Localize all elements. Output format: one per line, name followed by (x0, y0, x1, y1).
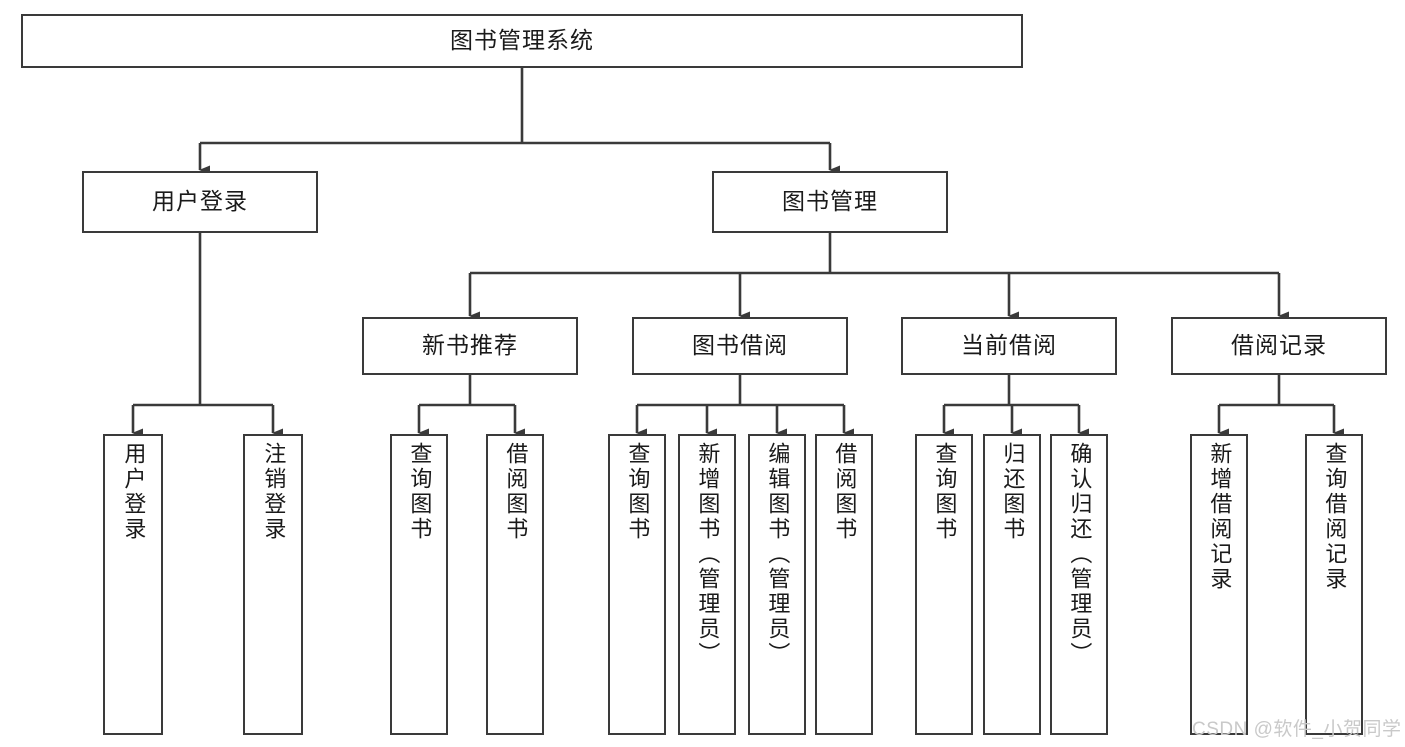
node-borrow-record[interactable]: 借阅记录 (1171, 317, 1387, 375)
node-leaf-borrow-book-1[interactable]: 借阅图书 (486, 434, 544, 735)
node-label: 借阅记录 (1231, 332, 1327, 359)
connector-lines (131, 68, 1344, 438)
csdn-watermark: CSDN @软件_小贺同学 (1192, 719, 1402, 740)
node-label: 借阅图书 (832, 442, 858, 542)
node-label: 图书借阅 (692, 332, 788, 359)
node-label: 查询图书 (625, 442, 651, 542)
node-label: 新增借阅记录 (1207, 442, 1233, 592)
node-label: 用户登录 (152, 188, 248, 215)
node-leaf-query-book-2[interactable]: 查询图书 (608, 434, 666, 735)
node-label: 查询图书 (407, 442, 433, 542)
node-current-borrow[interactable]: 当前借阅 (901, 317, 1117, 375)
node-label: 新书推荐 (422, 332, 518, 359)
node-leaf-add-record[interactable]: 新增借阅记录 (1190, 434, 1248, 735)
node-leaf-confirm-return[interactable]: 确认归还（管理员） (1050, 434, 1108, 735)
node-new-book-rec[interactable]: 新书推荐 (362, 317, 578, 375)
node-label: 图书管理系统 (450, 27, 594, 54)
node-book-borrow[interactable]: 图书借阅 (632, 317, 848, 375)
node-leaf-logout[interactable]: 注销登录 (243, 434, 303, 735)
node-label: 查询图书 (932, 442, 958, 542)
node-label: 图书管理 (782, 188, 878, 215)
node-leaf-user-login[interactable]: 用户登录 (103, 434, 163, 735)
node-label: 查询借阅记录 (1322, 442, 1348, 592)
node-user-login[interactable]: 用户登录 (82, 171, 318, 233)
node-leaf-query-book-1[interactable]: 查询图书 (390, 434, 448, 735)
node-label: 用户登录 (121, 442, 147, 542)
node-label: 编辑图书（管理员） (765, 442, 791, 667)
node-label: 确认归还（管理员） (1067, 442, 1093, 667)
node-book-manage[interactable]: 图书管理 (712, 171, 948, 233)
node-leaf-add-book[interactable]: 新增图书（管理员） (678, 434, 736, 735)
node-label: 注销登录 (261, 442, 287, 542)
node-leaf-borrow-book-2[interactable]: 借阅图书 (815, 434, 873, 735)
node-root[interactable]: 图书管理系统 (21, 14, 1023, 68)
node-label: 归还图书 (1000, 442, 1026, 542)
node-label: 当前借阅 (961, 332, 1057, 359)
node-label: 新增图书（管理员） (695, 442, 721, 667)
node-leaf-edit-book[interactable]: 编辑图书（管理员） (748, 434, 806, 735)
node-leaf-query-book-3[interactable]: 查询图书 (915, 434, 973, 735)
node-label: 借阅图书 (503, 442, 529, 542)
node-leaf-query-record[interactable]: 查询借阅记录 (1305, 434, 1363, 735)
node-leaf-return-book[interactable]: 归还图书 (983, 434, 1041, 735)
